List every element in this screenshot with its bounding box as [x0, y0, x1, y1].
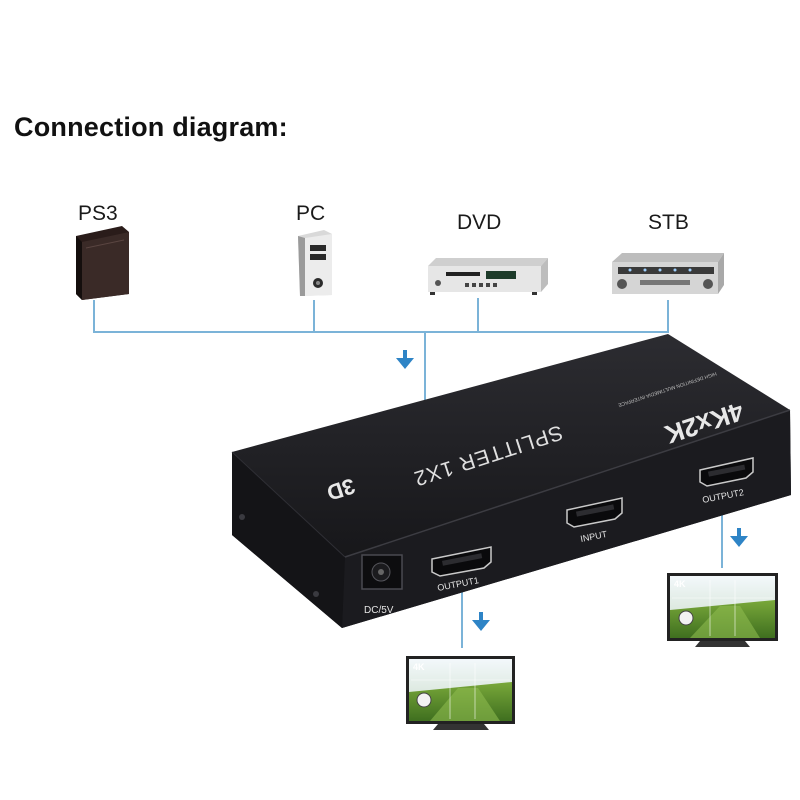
display-badge: 4K: [413, 662, 425, 672]
hdmi-splitter-device: 4Kx2K SPLITTER 1X2 3D HIGH DEFINITION MU…: [231, 334, 791, 628]
input-line: [93, 300, 669, 333]
source-label-ps3: PS3: [78, 202, 118, 225]
tv-display-icon: 4K: [667, 573, 778, 647]
tv-display-icon: 4K: [406, 656, 515, 730]
dc-power-port: [361, 554, 403, 590]
source-label-pc: PC: [296, 202, 326, 225]
hdmi-input-port: [566, 497, 623, 528]
port-label-power: DC/5V: [364, 605, 394, 616]
ps3-console-icon: [76, 226, 129, 300]
arrow-down-icon: [730, 528, 748, 547]
hdmi-output2-port: [699, 457, 754, 487]
hdmi-output1-port: [431, 546, 492, 577]
signal-arrows: [396, 350, 748, 631]
dvd-player-icon: [428, 258, 548, 295]
pc-tower-icon: [298, 230, 332, 296]
set-top-box-icon: [612, 253, 724, 294]
arrow-down-icon: [472, 612, 490, 631]
display-badge: 4K: [674, 579, 686, 589]
arrow-down-icon: [396, 350, 414, 369]
source-label-stb: STB: [648, 211, 689, 234]
source-label-dvd: DVD: [457, 211, 502, 234]
diagram-title: Connection diagram:: [14, 112, 288, 142]
